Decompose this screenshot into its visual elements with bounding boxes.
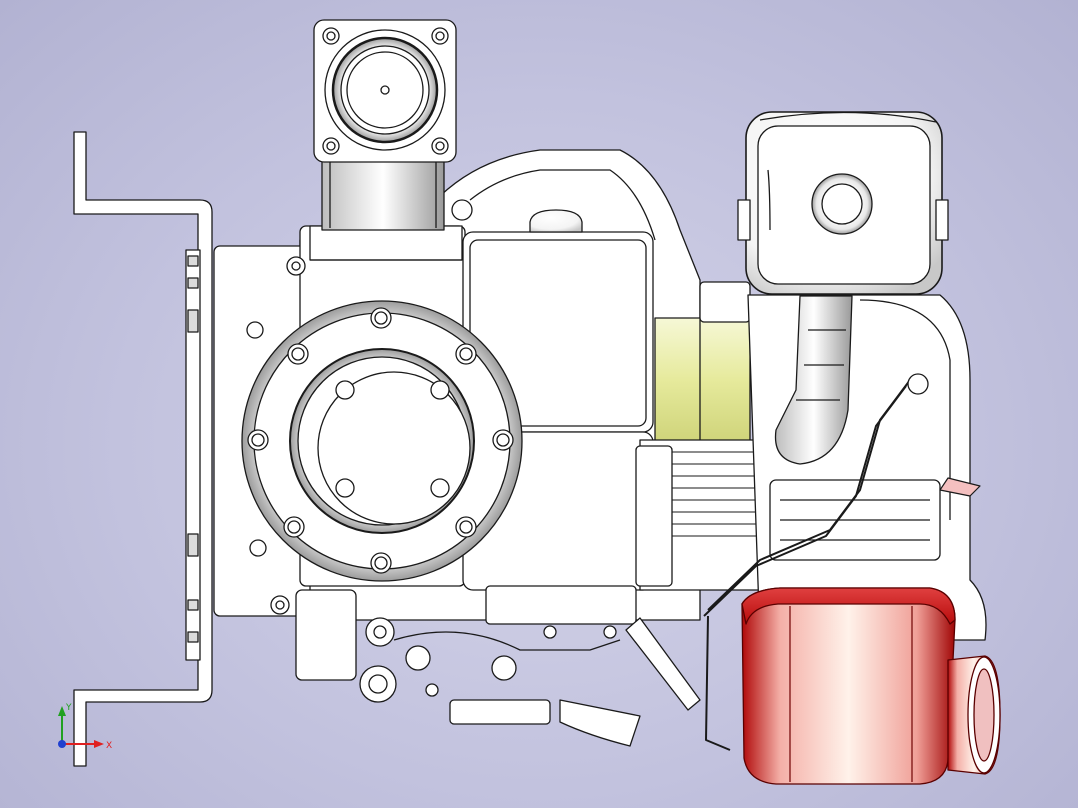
- z-axis-dot: [58, 740, 66, 748]
- x-axis-label: X: [106, 741, 112, 751]
- suction-flange: [241, 300, 523, 582]
- mounting-bracket: [73, 131, 213, 767]
- intake-elbow: [774, 295, 853, 465]
- connecting-pipe: [654, 281, 751, 443]
- y-axis-arrowhead: [58, 706, 66, 716]
- x-axis-arrowhead: [94, 740, 104, 748]
- body-bolts: [246, 199, 617, 639]
- throttle-linkage: [703, 373, 981, 751]
- air-filter: [737, 111, 949, 295]
- coordinate-triad: Y X: [58, 703, 112, 751]
- discharge-outlet: [313, 19, 457, 231]
- y-axis-label: Y: [65, 703, 72, 713]
- lower-linkage: [295, 589, 701, 747]
- fuel-tank: [741, 587, 1001, 785]
